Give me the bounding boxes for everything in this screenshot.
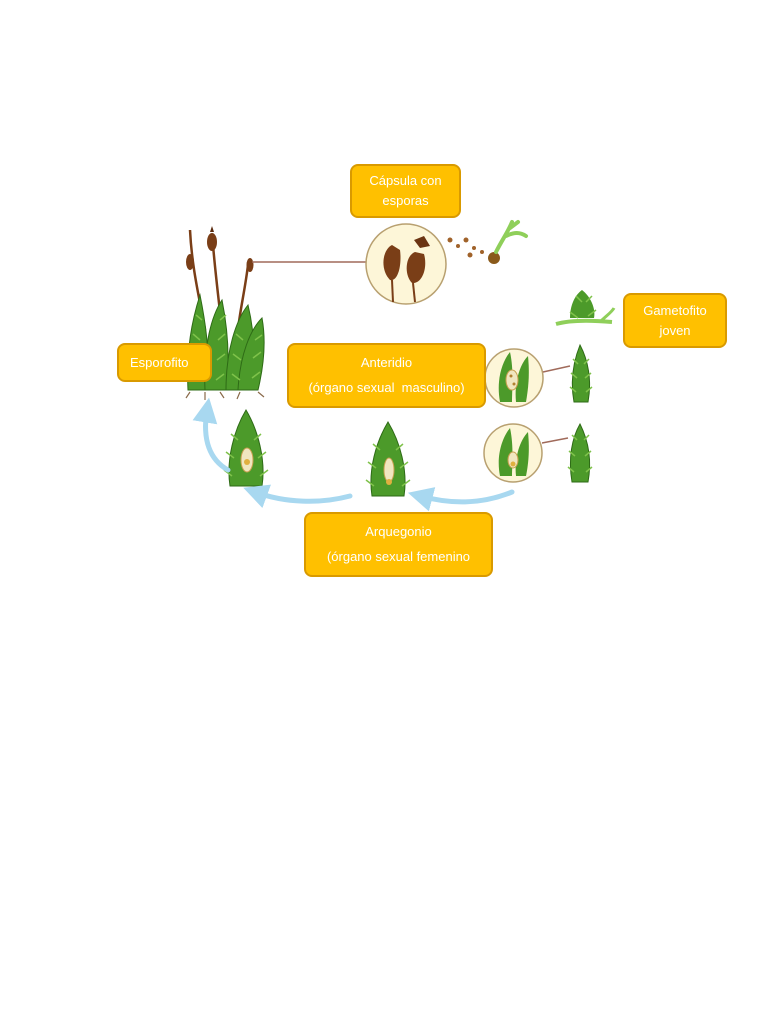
archegonium-connector-line: [542, 438, 568, 443]
archegonium-plant: [366, 422, 410, 496]
esporofito-label-text: Esporofito: [130, 353, 189, 373]
esporofito-label: Esporofito: [117, 343, 212, 382]
capsula-con-esporas-label: Cápsula con esporas: [350, 164, 461, 218]
male-gametophyte-plant: [570, 345, 592, 402]
spores-icon: [448, 238, 501, 265]
anteridio-label-title: Anteridio: [361, 353, 412, 373]
arquegonio-label-description: (órgano sexual femenino: [327, 547, 470, 567]
germinating-protonema-icon: [496, 222, 526, 252]
antheridium-detail-circle: [485, 349, 543, 407]
cycle-arrow-left-to-sporophyte: [206, 410, 228, 470]
anteridio-label-description: (órgano sexual masculino): [308, 378, 464, 398]
gametofito-label-line-1: Gametofito: [643, 301, 707, 321]
anteridio-label: Anteridio (órgano sexual masculino): [287, 343, 486, 408]
capsula-label-line-1: Cápsula con: [369, 171, 441, 191]
cycle-arrow-center-to-left: [255, 492, 350, 501]
gametofito-label-line-2: joven: [659, 321, 690, 341]
young-gametophyte-icon: [556, 290, 614, 324]
capsule-detail-circle: [366, 224, 446, 304]
capsula-label-line-2: esporas: [382, 191, 428, 211]
cycle-arrow-right-to-center: [420, 492, 512, 502]
female-gametophyte-plant: [568, 424, 592, 482]
arquegonio-label-title: Arquegonio: [365, 522, 432, 542]
arquegonio-label: Arquegonio (órgano sexual femenino: [304, 512, 493, 577]
antheridium-connector-line: [543, 366, 570, 372]
archegonium-detail-circle: [484, 424, 542, 482]
embryo-development-plant: [224, 410, 268, 486]
gametofito-joven-label: Gametofito joven: [623, 293, 727, 348]
